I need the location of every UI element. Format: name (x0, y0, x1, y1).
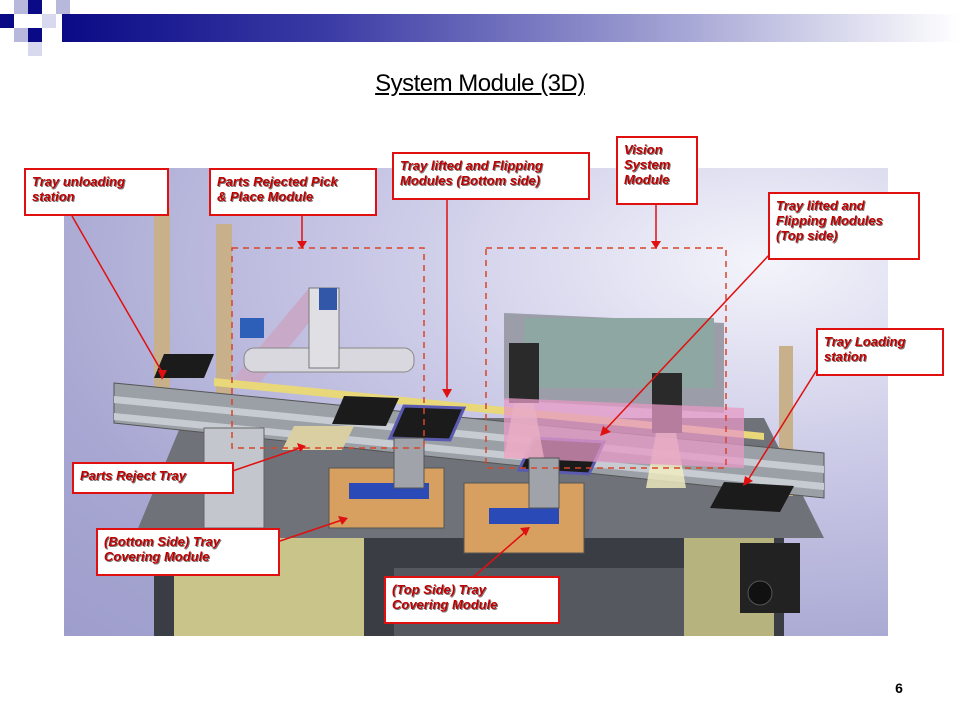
callout-text: Tray unloading station (32, 174, 125, 204)
callout-text: Tray lifted and Flipping Modules (Bottom… (400, 158, 543, 188)
callout-text: (Bottom Side) Tray Covering Module (104, 534, 221, 564)
callout-parts-reject-tray: Parts Reject Tray (72, 462, 234, 494)
callout-parts-rejected-pick-place: Parts Rejected Pick & Place Module (209, 168, 377, 216)
callout-top-side-tray-covering: (Top Side) Tray Covering Module (384, 576, 560, 624)
machine-3d-render (64, 168, 888, 636)
callout-text: Tray Loading station (824, 334, 906, 364)
header-bar (62, 14, 960, 42)
callout-tray-unloading-station: Tray unloading station (24, 168, 169, 216)
page-number: 6 (895, 680, 903, 696)
callout-text: Tray lifted and Flipping Modules (Top si… (776, 198, 883, 243)
machine-illustration (113, 208, 825, 636)
callout-text: Parts Rejected Pick & Place Module (217, 174, 338, 204)
callout-tray-loading-station: Tray Loading station (816, 328, 944, 376)
callout-vision-system-module: Vision System Module (616, 136, 698, 205)
callout-text: (Top Side) Tray Covering Module (392, 582, 498, 612)
header-squares-decoration (0, 0, 70, 56)
slide-title: System Module (3D) (375, 70, 585, 97)
callout-bottom-side-tray-covering: (Bottom Side) Tray Covering Module (96, 528, 280, 576)
callout-tray-lifted-top-side: Tray lifted and Flipping Modules (Top si… (768, 192, 920, 260)
callout-text: Vision System Module (624, 142, 671, 187)
callout-text: Parts Reject Tray (80, 468, 186, 483)
callout-tray-lifted-bottom-side: Tray lifted and Flipping Modules (Bottom… (392, 152, 590, 200)
